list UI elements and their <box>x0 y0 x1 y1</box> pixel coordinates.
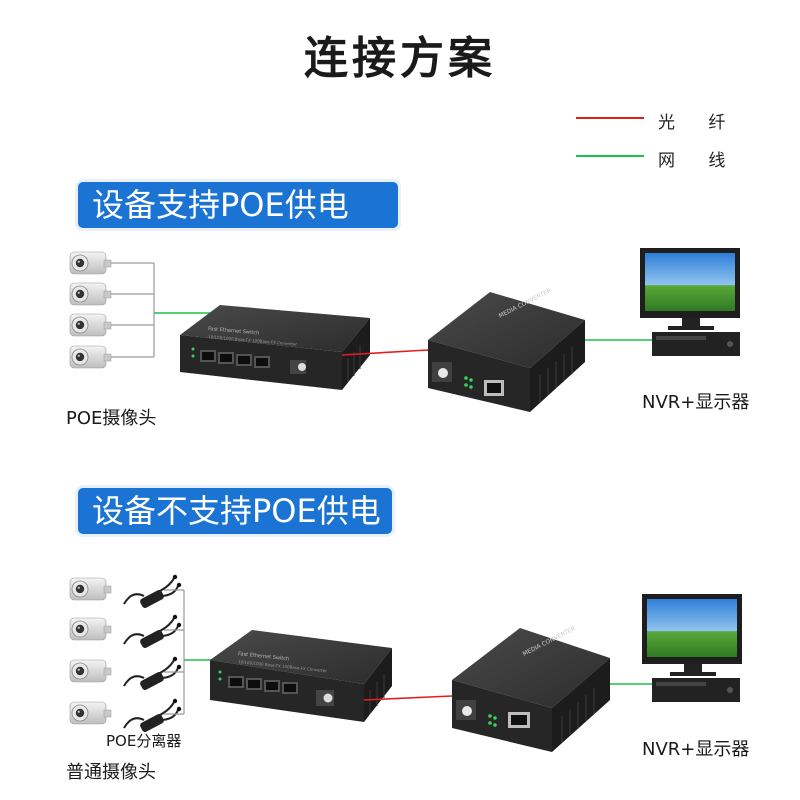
section1-camera-wires <box>111 262 155 358</box>
section2-switch: Fast Ethernet Switch 10/100/1000 Base-TX… <box>210 630 392 722</box>
poe-splitter-label: POE分离器 <box>106 732 182 750</box>
section1-media-converter: MEDIA CONVERTER <box>428 287 585 412</box>
section2-banner: 设备不支持POE供电 <box>78 488 392 534</box>
legend-fiber-label: 光 纤 <box>658 113 740 133</box>
switch2-name-text: Fast Ethernet Switch <box>238 651 290 662</box>
section1-switch: Fast Ethernet Switch 10/100/1000 Base-TX… <box>180 305 370 390</box>
section2-normal-cameras <box>69 577 112 725</box>
section2-media-converter: MEDIA CONVERTER <box>452 625 610 752</box>
poe-camera-label: POE摄像头 <box>66 408 157 429</box>
section2-poe-splitters <box>123 573 183 735</box>
section1-poe-cameras <box>69 251 112 369</box>
switch1-name-text: Fast Ethernet Switch <box>208 326 260 336</box>
section1-fiber-line <box>341 349 429 356</box>
page-title: 连接方案 <box>304 33 496 84</box>
section1-banner: 设备支持POE供电 <box>78 182 398 228</box>
section2-fiber-line <box>363 695 453 701</box>
section2-splitter-wires <box>164 589 185 715</box>
display-label-1: NVR+显示器 <box>642 392 750 413</box>
normal-camera-label: 普通摄像头 <box>66 762 156 783</box>
section1-nvr-display <box>640 248 740 356</box>
legend-ethernet-label: 网 线 <box>658 151 740 171</box>
display-label-2: NVR+显示器 <box>642 739 750 760</box>
section2-nvr-display <box>642 594 742 702</box>
